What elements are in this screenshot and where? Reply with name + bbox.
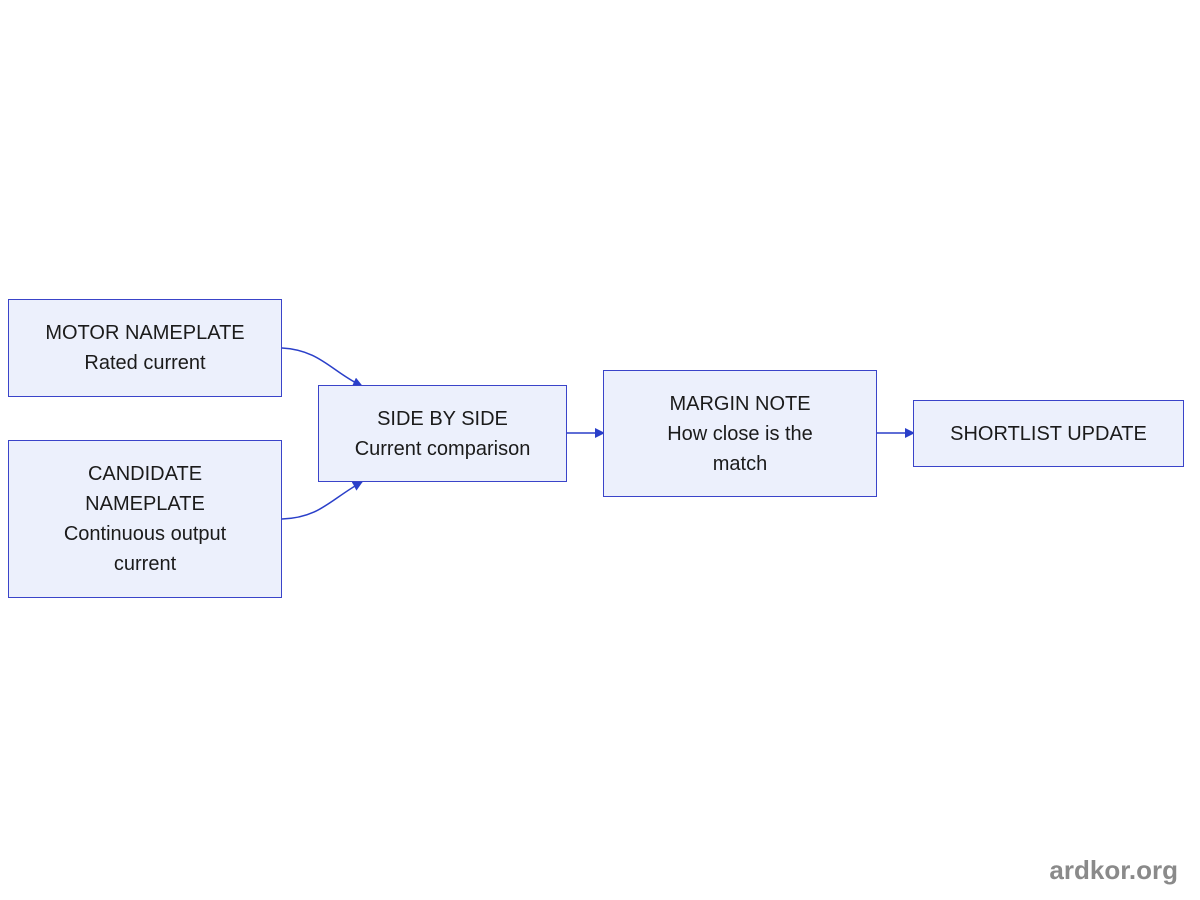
node-shortlist-update-title: SHORTLIST UPDATE [950, 422, 1147, 445]
node-candidate-nameplate-subtitle-2: current [113, 553, 177, 575]
node-margin-note: MARGIN NOTE How close is the match [603, 370, 877, 497]
node-side-by-side: SIDE BY SIDE Current comparison [318, 385, 567, 482]
node-margin-note-subtitle-2: match [712, 452, 768, 475]
node-motor-nameplate: MOTOR NAMEPLATE Rated current [8, 299, 282, 397]
node-motor-nameplate-title: MOTOR NAMEPLATE [45, 322, 245, 344]
node-candidate-nameplate: CANDIDATE NAMEPLATE Continuous output cu… [8, 440, 282, 598]
node-candidate-nameplate-title-2: NAMEPLATE [85, 493, 205, 515]
node-margin-note-subtitle-1: How close is the [667, 422, 813, 445]
watermark-text: ardkor.org [1049, 855, 1178, 885]
node-motor-nameplate-subtitle: Rated current [84, 352, 206, 374]
node-candidate-nameplate-subtitle-1: Continuous output [63, 523, 227, 545]
node-candidate-nameplate-title-1: CANDIDATE [87, 463, 203, 485]
node-side-by-side-title: SIDE BY SIDE [377, 407, 508, 430]
edge-motor-to-side-by-side [281, 347, 363, 387]
node-margin-note-title: MARGIN NOTE [669, 392, 811, 415]
node-shortlist-update: SHORTLIST UPDATE [913, 400, 1184, 467]
edge-candidate-to-side-by-side [281, 481, 363, 520]
node-side-by-side-subtitle: Current comparison [354, 437, 531, 460]
